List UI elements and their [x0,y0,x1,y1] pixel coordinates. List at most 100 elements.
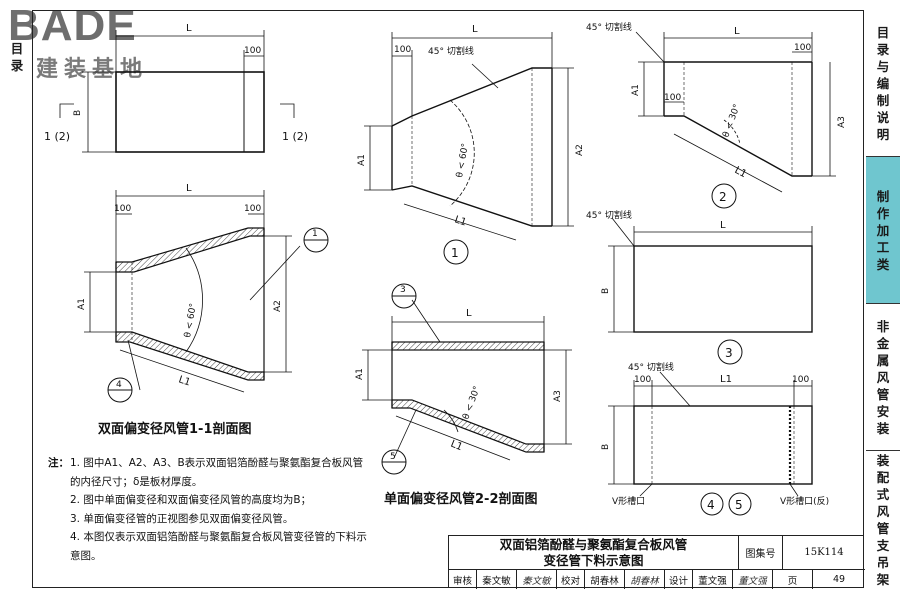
callout-1-label: 1 [451,246,459,260]
callout-3-label-single: 3 [400,285,406,295]
dim-100-double-right: 100 [244,204,261,214]
note-text: 图中单面偏变径和双面偏变径风管的高度均为B； [83,494,312,506]
sidebar-char: 明 [876,126,890,142]
dim-100-cut45-right: 100 [792,375,809,385]
v-groove-label: V形槽口 [612,495,645,507]
signature-row: 审核 秦文敏 秦文敏 校对 胡春林 胡春林 设计 董文强 董文强 页 49 [449,570,865,589]
sidebar-char: 属 [876,352,890,368]
dim-L1-double: L1 [177,374,192,388]
reviewer-name: 秦文敏 [477,570,517,589]
dim-L: L [186,23,192,34]
cut-diagram-1 [391,67,553,227]
caption-single-reducer: 单面偏变径风管2-2剖面图 [384,492,538,507]
sidebar-item-fabrication[interactable]: 制 作 加 工 类 [866,157,900,303]
review-label: 审核 [449,570,477,589]
notes-block: 注： 1. 图中A1、A2、A3、B表示双面铝箔酚醛与聚氨酯复合板风管的内径尺寸… [48,454,368,565]
dim-L-cut1: L [472,24,478,35]
note-item: 4. 本图仅表示双面铝箔酚醛与聚氨酯复合板风管变径管的下料示意图。 [48,528,368,565]
callout-5 [381,449,407,475]
reviewer-signature: 秦文敏 [517,570,557,589]
note-num: 1. [70,457,81,469]
dim-lines-cut-2 [635,31,836,193]
sidebar-char: 类 [876,256,890,272]
sidebar-char: 录 [876,41,890,57]
sidebar-char: 加 [876,222,890,238]
sidebar-char: 风 [876,369,890,385]
sidebar-item-contents[interactable]: 目 录 与 编 制 说 明 [866,10,900,156]
dim-A2-cut1: A2 [575,144,585,156]
sidebar-item-hangers[interactable]: 装 配 式 风 管 支 吊 架 [866,451,900,588]
v-groove-rev-label: V形槽口(反) [780,495,829,507]
sidebar-divider [866,303,900,304]
dim-A2-double: A2 [273,300,283,312]
left-edge-char: 目 [10,41,24,56]
dim-lines-cut-3 [608,217,813,333]
sidebar-char: 说 [876,109,890,125]
callout-1-double [303,227,329,253]
callout-3-single [391,283,417,309]
callout-1-label-double: 1 [312,229,318,239]
callout-5-label: 5 [390,452,396,462]
callout-4-label-cut: 4 [707,498,715,512]
title-block: 双面铝箔酚醛与聚氨酯复合板风管 变径管下料示意图 图集号 15K114 审核 秦… [448,535,865,589]
note-item: 2. 图中单面偏变径和双面偏变径风管的高度均为B； [48,491,368,510]
dim-B: B [73,110,83,116]
dim-L-single: L [466,308,472,319]
sidebar-char: 编 [876,75,890,91]
sidebar-char: 制 [876,92,890,108]
sidebar-divider [866,156,900,157]
sidebar-char: 支 [876,537,890,553]
dim-lines-single [362,299,572,461]
sidebar-char: 管 [876,386,890,402]
dim-100-cut1: 100 [394,45,411,55]
dim-L-double: L [186,183,192,194]
dim-B-cut45: B [601,444,611,450]
section-mark-right: 1 (2) [282,130,308,143]
dim-100-double-left: 100 [114,204,131,214]
dim-theta30-single: θ < 30° [461,385,482,421]
sidebar-item-nonmetal-install[interactable]: 非 金 属 风 管 安 装 [866,304,900,450]
top-view-rectangle [115,71,265,153]
callout-4-label: 4 [116,380,122,390]
dim-A3-cut2: A3 [837,116,847,128]
atlas-label: 图集号 [739,536,783,570]
drawing-title-line2: 变径管下料示意图 [543,552,644,568]
drawing-title-line1: 双面铝箔酚醛与聚氨酯复合板风管 [499,536,688,552]
callout-3-label: 3 [725,346,733,360]
dim-100-cut2-top: 100 [794,43,811,53]
cut-line-label-1: 45° 切割线 [428,45,474,57]
dim-L1-cut2: L1 [733,165,749,180]
dim-A1-double: A1 [77,298,87,310]
dim-theta30-cut2: θ < 30° [721,103,742,139]
note-num: 4. [70,531,81,543]
page-label: 页 [773,570,813,589]
sidebar-char: 式 [876,486,890,502]
dim-B-cut3: B [601,288,611,294]
callout-4 [107,377,133,403]
logo-subtitle: 建装基地 [36,57,149,82]
dim-L1-single: L1 [449,439,464,454]
left-edge-char: 录 [10,58,24,73]
dim-L1-cut45: L1 [720,374,732,385]
section-mark-left: 1 (2) [44,130,70,143]
checker-name: 胡春林 [585,570,625,589]
sidebar-char: 安 [876,403,890,419]
callout-5-label-cut: 5 [735,498,743,512]
dim-lines-cut-1 [364,32,574,241]
sidebar-char: 配 [876,469,890,485]
dim-L-cut2: L [734,26,740,37]
sidebar-char: 装 [876,452,890,468]
single-reducer-section [391,341,545,453]
cut-line-label-2: 45° 切割线 [586,21,632,33]
dim-A1-single: A1 [355,368,365,380]
dim-lines-cut-45 [608,371,813,497]
designer-name: 董文强 [693,570,733,589]
cut-diagram-45 [633,405,813,485]
note-text: 本图仅表示双面铝箔酚醛与聚氨酯复合板风管变径管的下料示意图。 [70,531,367,562]
dim-theta60-cut1: θ < 60° [455,143,471,179]
chapter-sidebar: 目 录 与 编 制 说 明 制 作 加 工 类 非 金 属 风 管 安 装 装 … [866,10,900,588]
dim-L-cut3: L [720,220,726,231]
dim-A1-cut2: A1 [631,84,641,96]
note-num: 3. [70,512,81,525]
